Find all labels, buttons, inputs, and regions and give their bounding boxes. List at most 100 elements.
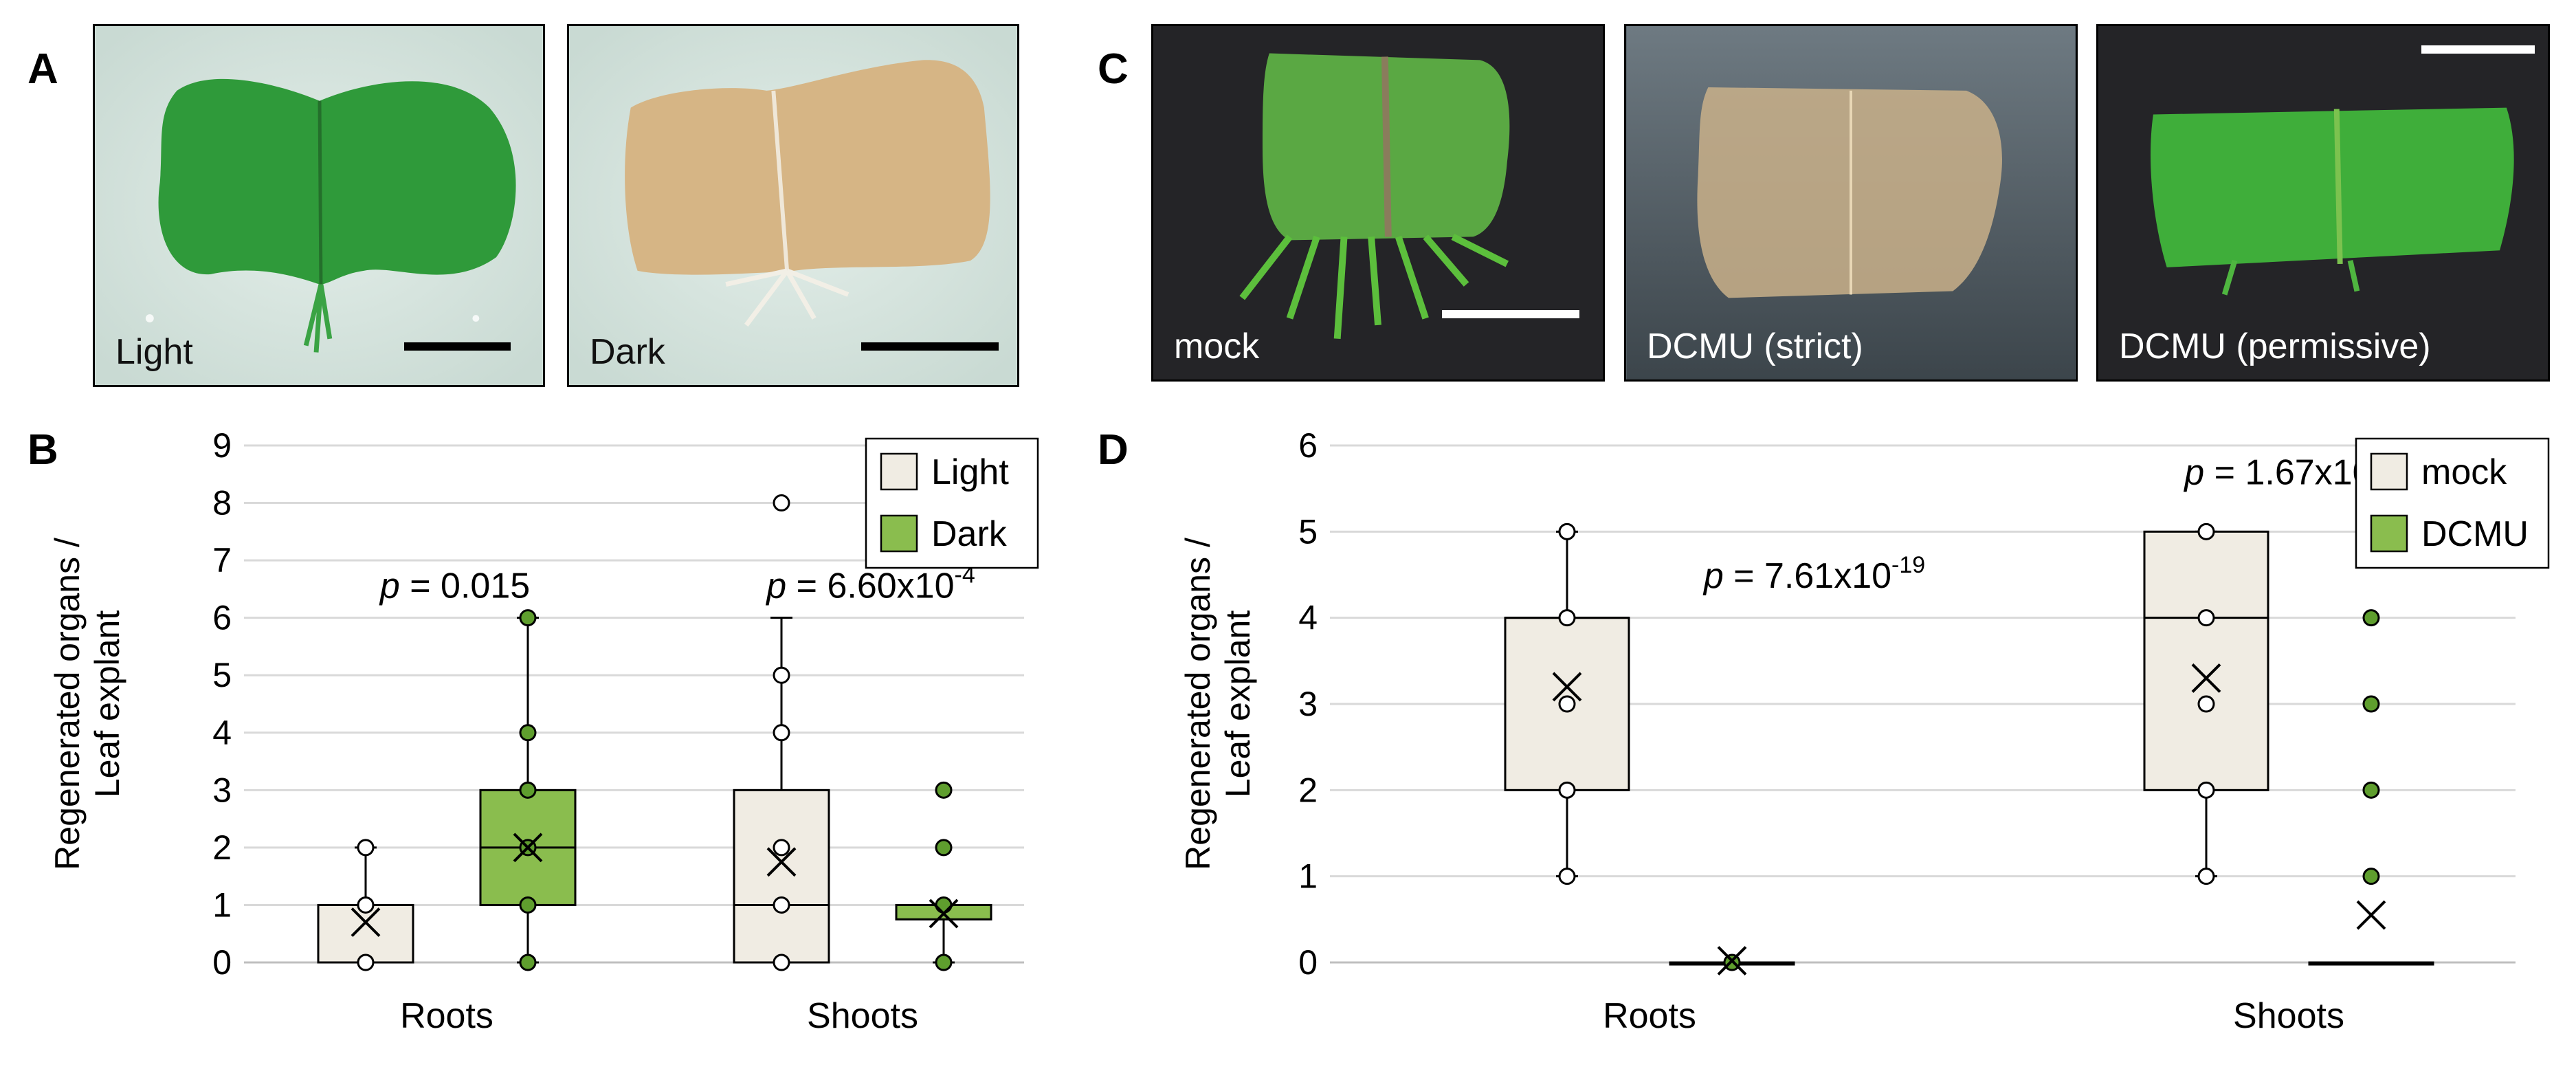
y-tick-label: 5 (212, 656, 232, 694)
legend-swatch (880, 452, 918, 491)
p-value-annotation: p = 7.61x10-19 (1702, 552, 1925, 596)
leaf-light-illustration (95, 26, 543, 385)
y-tick-label: 4 (1298, 599, 1318, 637)
legend-label: mock (2421, 452, 2507, 492)
photo-label-light: Light (115, 332, 193, 372)
legend-swatch (2370, 514, 2408, 553)
data-point (1558, 695, 1576, 713)
legend-label: Light (931, 452, 1009, 492)
data-point (2197, 522, 2215, 540)
mean-marker (2191, 663, 2221, 693)
mean-marker (351, 907, 381, 937)
data-point (2197, 695, 2215, 713)
photo-dcmu-permissive: DCMU (permissive) (2096, 24, 2550, 382)
y-tick-label: 7 (212, 541, 232, 580)
leaf-dark-illustration (569, 26, 1017, 385)
legend-label: DCMU (2421, 514, 2529, 554)
data-point (1558, 609, 1576, 627)
p-value-annotation: p = 6.60x10-4 (765, 562, 975, 606)
p-value-text: = 7.61x10 (1724, 556, 1891, 596)
y-tick-label: 4 (212, 714, 232, 752)
y-tick-label: 0 (1298, 943, 1318, 982)
p-value-exponent: -19 (1891, 552, 1925, 578)
scale-bar (861, 342, 999, 351)
p-value-text: = 0.015 (400, 566, 530, 606)
data-point (1558, 522, 1576, 540)
y-tick-label: 8 (212, 484, 232, 522)
y-axis-label: Regenerated organs /Leaf explant (48, 538, 126, 870)
photo-label-dcmu-strict: DCMU (strict) (1647, 327, 1863, 366)
y-tick-label: 0 (212, 943, 232, 982)
y-tick-label: 3 (1298, 685, 1318, 723)
panel-letter-b: B (27, 426, 58, 474)
data-point (1558, 868, 1576, 885)
p-symbol: p (765, 566, 786, 606)
data-point (519, 896, 537, 914)
box-iqr (2143, 530, 2269, 791)
y-tick-label: 3 (212, 771, 232, 809)
data-point (357, 839, 375, 857)
photo-mock: mock (1151, 24, 1605, 382)
p-value-text: = 1.67x10 (2204, 452, 2372, 492)
photo-dcmu-strict: DCMU (strict) (1624, 24, 2078, 382)
legend-swatch (880, 514, 918, 553)
y-tick-label: 9 (212, 426, 232, 465)
photo-light-leaf: Light (93, 24, 545, 387)
scale-bar (1442, 310, 1579, 318)
y-tick-label: 2 (1298, 771, 1318, 809)
y-axis-label-line: Leaf explant (88, 610, 126, 798)
legend-swatch (2370, 452, 2408, 491)
legend-label: Dark (931, 514, 1008, 554)
photo-label-dark: Dark (590, 332, 665, 372)
data-point (2362, 781, 2380, 799)
leaf-mock-illustration (1153, 26, 1603, 379)
data-point (519, 609, 537, 627)
panel-letter-d: D (1098, 426, 1129, 474)
y-tick-label: 6 (1298, 426, 1318, 465)
mean-marker (1717, 946, 1747, 976)
data-point (1558, 781, 1576, 799)
data-point (773, 896, 790, 914)
data-point (935, 954, 953, 971)
photo-dark-leaf: Dark (567, 24, 1019, 387)
panel-letter-a: A (27, 45, 58, 93)
p-value-annotation: p = 0.015 (379, 566, 530, 606)
box-iqr (733, 789, 830, 964)
photo-label-dcmu-permissive: DCMU (permissive) (2119, 327, 2431, 366)
panel-letter-c: C (1098, 45, 1129, 93)
data-point (2362, 695, 2380, 713)
data-point (519, 781, 537, 799)
data-point (2197, 868, 2215, 885)
data-point (773, 724, 790, 742)
y-axis-label-line: Regenerated organs / (1179, 538, 1217, 870)
y-axis-label: Regenerated organs /Leaf explant (1179, 538, 1257, 870)
data-point (2362, 868, 2380, 885)
p-symbol: p (2183, 452, 2204, 492)
p-value-text: = 6.60x10 (786, 566, 954, 606)
leaf-dcmu-permissive-illustration (2098, 26, 2548, 379)
y-axis-label-line: Regenerated organs / (48, 538, 87, 870)
p-symbol: p (1702, 556, 1724, 596)
mean-marker (929, 899, 959, 929)
data-point (935, 781, 953, 799)
data-point (519, 954, 537, 971)
data-point (773, 494, 790, 512)
x-category-label: Roots (1603, 996, 1696, 1036)
mean-marker (766, 847, 797, 877)
data-point (773, 839, 790, 857)
scale-bar (2421, 45, 2535, 54)
x-category-label: Roots (400, 996, 493, 1036)
data-point (357, 954, 375, 971)
y-tick-label: 1 (1298, 857, 1318, 896)
data-point (519, 724, 537, 742)
leaf-dcmu-strict-illustration (1626, 26, 2076, 379)
data-point (357, 896, 375, 914)
y-tick-label: 6 (212, 599, 232, 637)
data-point (2197, 781, 2215, 799)
p-symbol: p (379, 566, 400, 606)
photo-label-mock: mock (1174, 327, 1260, 366)
y-axis-label-line: Leaf explant (1219, 610, 1257, 798)
y-tick-label: 2 (212, 828, 232, 867)
